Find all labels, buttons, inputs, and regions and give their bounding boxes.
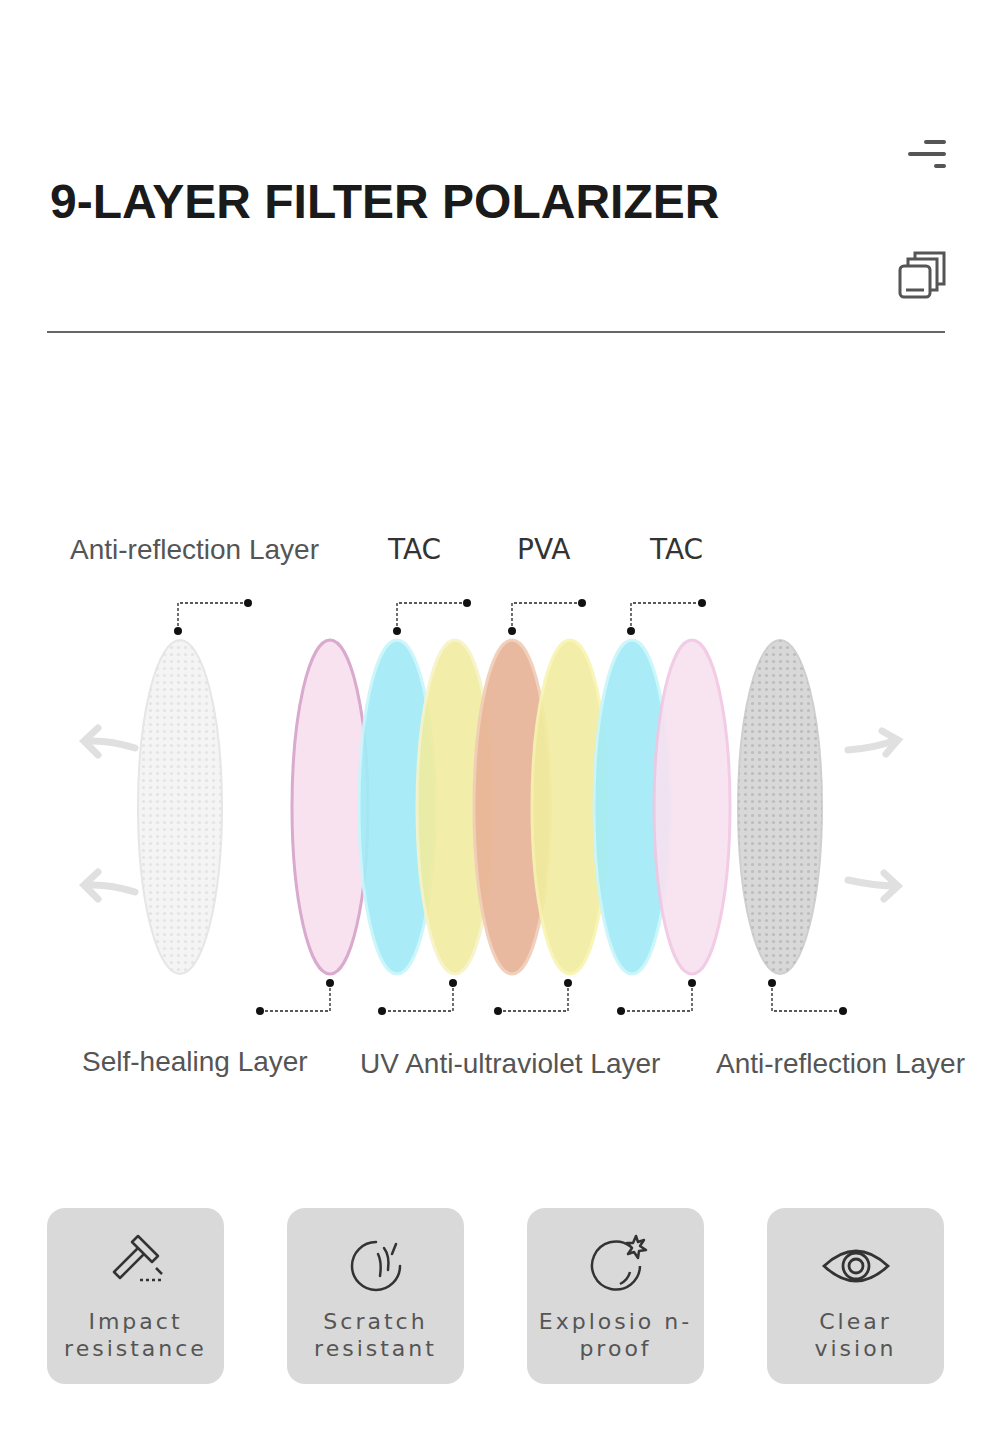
divider-line (47, 331, 945, 333)
feature-label: Impact resistance (47, 1308, 224, 1362)
feature-label: Explosio n-proof (527, 1308, 704, 1362)
feature-icon (100, 1232, 172, 1300)
leader-dots (174, 599, 847, 1015)
feature-card: Explosio n-proof (527, 1208, 704, 1384)
feature-icon (340, 1232, 412, 1300)
menu-icon (910, 142, 944, 166)
filter-layers (138, 640, 822, 974)
layer-name: Self-healing Layer (82, 1044, 308, 1080)
layer-name: Anti-reflection Layer (716, 1046, 965, 1082)
feature-card: Impact resistance (47, 1208, 224, 1384)
feature-label: Clear vision (767, 1308, 944, 1362)
layer-name: UV Anti-ultraviolet Layer (360, 1046, 660, 1082)
page-title: 9-LAYER FILTER POLARIZER (50, 172, 719, 232)
layer-name: Anti-reflection Layer (70, 532, 319, 568)
feature-label: Scratch resistant (287, 1308, 464, 1362)
feature-icon (820, 1232, 892, 1300)
feature-card: Clear vision (767, 1208, 944, 1384)
layer-material: PVA (517, 532, 570, 568)
leader-lines (178, 603, 843, 1011)
feature-icon (580, 1232, 652, 1300)
layer-material: TAC (388, 532, 441, 568)
feature-card: Scratch resistant (287, 1208, 464, 1384)
copy-icon (900, 253, 944, 297)
layer-material: TAC (650, 532, 703, 568)
